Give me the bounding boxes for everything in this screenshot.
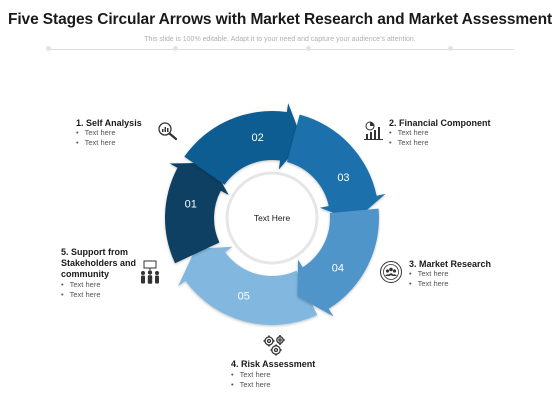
bar-chart-pie-icon <box>364 121 383 140</box>
stage-2-label: 2. Financial Component <box>389 118 491 128</box>
stage-3-arrow <box>287 114 386 221</box>
stage-4-bullet: Text here <box>231 370 271 380</box>
center-label: Text Here <box>254 213 291 223</box>
target-people-icon <box>380 261 402 283</box>
stage-2-bullet: Text here <box>389 138 429 148</box>
stage-5-bullet: Text here <box>61 290 101 300</box>
title-divider <box>46 49 514 50</box>
page-subtitle: This slide is 100% editable. Adapt it to… <box>144 36 416 43</box>
stage-3-number: 03 <box>337 172 349 184</box>
center-circle <box>225 171 319 265</box>
divider-dot <box>46 46 51 51</box>
divider-dot <box>448 46 453 51</box>
divider-dot <box>306 46 311 51</box>
stage-2-bullets: Text here Text here <box>389 128 429 147</box>
stage-1-label: 1. Self Analysis <box>76 118 142 128</box>
stage-3-bullets: Text here Text here <box>409 269 449 288</box>
stage-1-bullet: Text here <box>76 138 116 148</box>
gears-icon <box>263 335 285 356</box>
stage-5-bullets: Text here Text here <box>61 280 101 299</box>
stage-3-bullet: Text here <box>409 279 449 289</box>
stage-3-bullet: Text here <box>409 269 449 279</box>
stage-1-bullets: Text here Text here <box>76 128 116 147</box>
stage-4-number: 04 <box>332 263 344 275</box>
stage-5-arrow <box>178 246 318 325</box>
divider-dot <box>173 46 178 51</box>
stage-4-label: 4. Risk Assessment <box>231 359 316 369</box>
stage-5-bullet: Text here <box>61 280 101 290</box>
group-presentation-icon <box>141 260 159 284</box>
magnifier-chart-icon <box>158 122 178 141</box>
stage-1-bullet: Text here <box>76 128 116 138</box>
stage-1-arrow <box>165 162 229 264</box>
stage-4-arrow <box>297 208 379 317</box>
stage-4-bullet: Text here <box>231 380 271 390</box>
stage-3-label: 3. Market Research <box>409 259 492 269</box>
stage-2-bullet: Text here <box>389 128 429 138</box>
stage-2-arrow <box>184 103 303 185</box>
stage-2-number: 02 <box>252 132 264 144</box>
stage-5-label: 5. Support from Stakeholders and communi… <box>61 247 137 279</box>
page-title: Five Stages Circular Arrows with Market … <box>7 11 553 28</box>
stage-1-number: 01 <box>185 199 197 211</box>
stage-4-bullets: Text here Text here <box>231 370 271 389</box>
stage-5-number: 05 <box>238 291 250 303</box>
